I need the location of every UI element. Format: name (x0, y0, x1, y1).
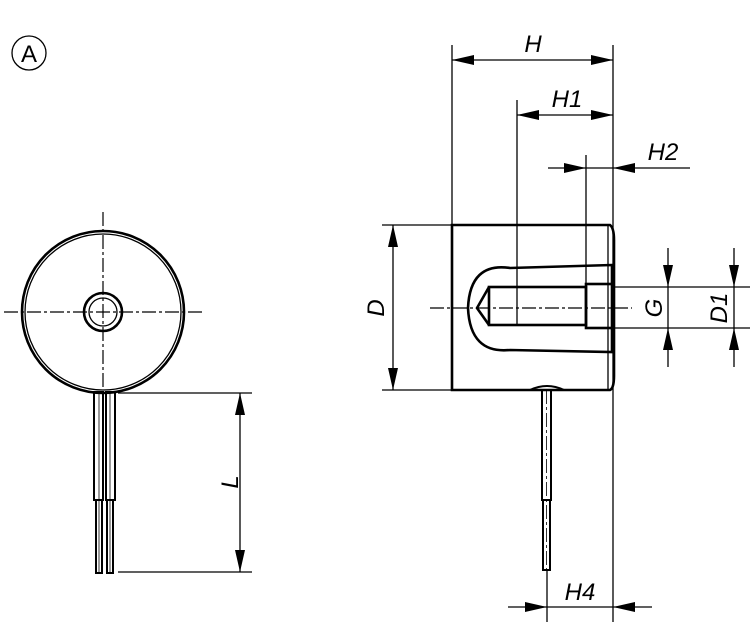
dimension-h2: H2 (548, 139, 690, 284)
dimension-g-d1: G D1 (613, 248, 750, 367)
dimension-d: D (363, 224, 452, 391)
drill-tip (475, 286, 491, 326)
dimension-h-label: H (524, 31, 542, 58)
front-view: L (4, 212, 252, 574)
view-marker-label: A (21, 41, 37, 68)
dimension-l: L (118, 392, 252, 573)
lead-wires (93, 391, 116, 574)
counterbore (584, 282, 615, 330)
dimension-d-label: D (363, 299, 390, 316)
dimension-d1-label: D1 (706, 293, 733, 324)
outer-circle-inner-edge (24, 233, 182, 391)
dimension-h: H (451, 31, 614, 622)
threaded-bore (487, 285, 588, 327)
body-outline (450, 223, 616, 392)
dimension-h1-label: H1 (552, 86, 583, 113)
dimension-l-label: L (217, 475, 244, 488)
view-marker-a: A (11, 35, 47, 71)
dimension-h4-label: H4 (565, 579, 596, 606)
dimension-g-label: G (641, 299, 668, 318)
dimension-h1: H1 (516, 86, 613, 287)
hatched-insert (466, 263, 614, 354)
dimension-h4: H4 (508, 570, 652, 622)
side-section-view: H H1 H2 D (363, 31, 750, 622)
dimension-h2-label: H2 (648, 139, 679, 166)
